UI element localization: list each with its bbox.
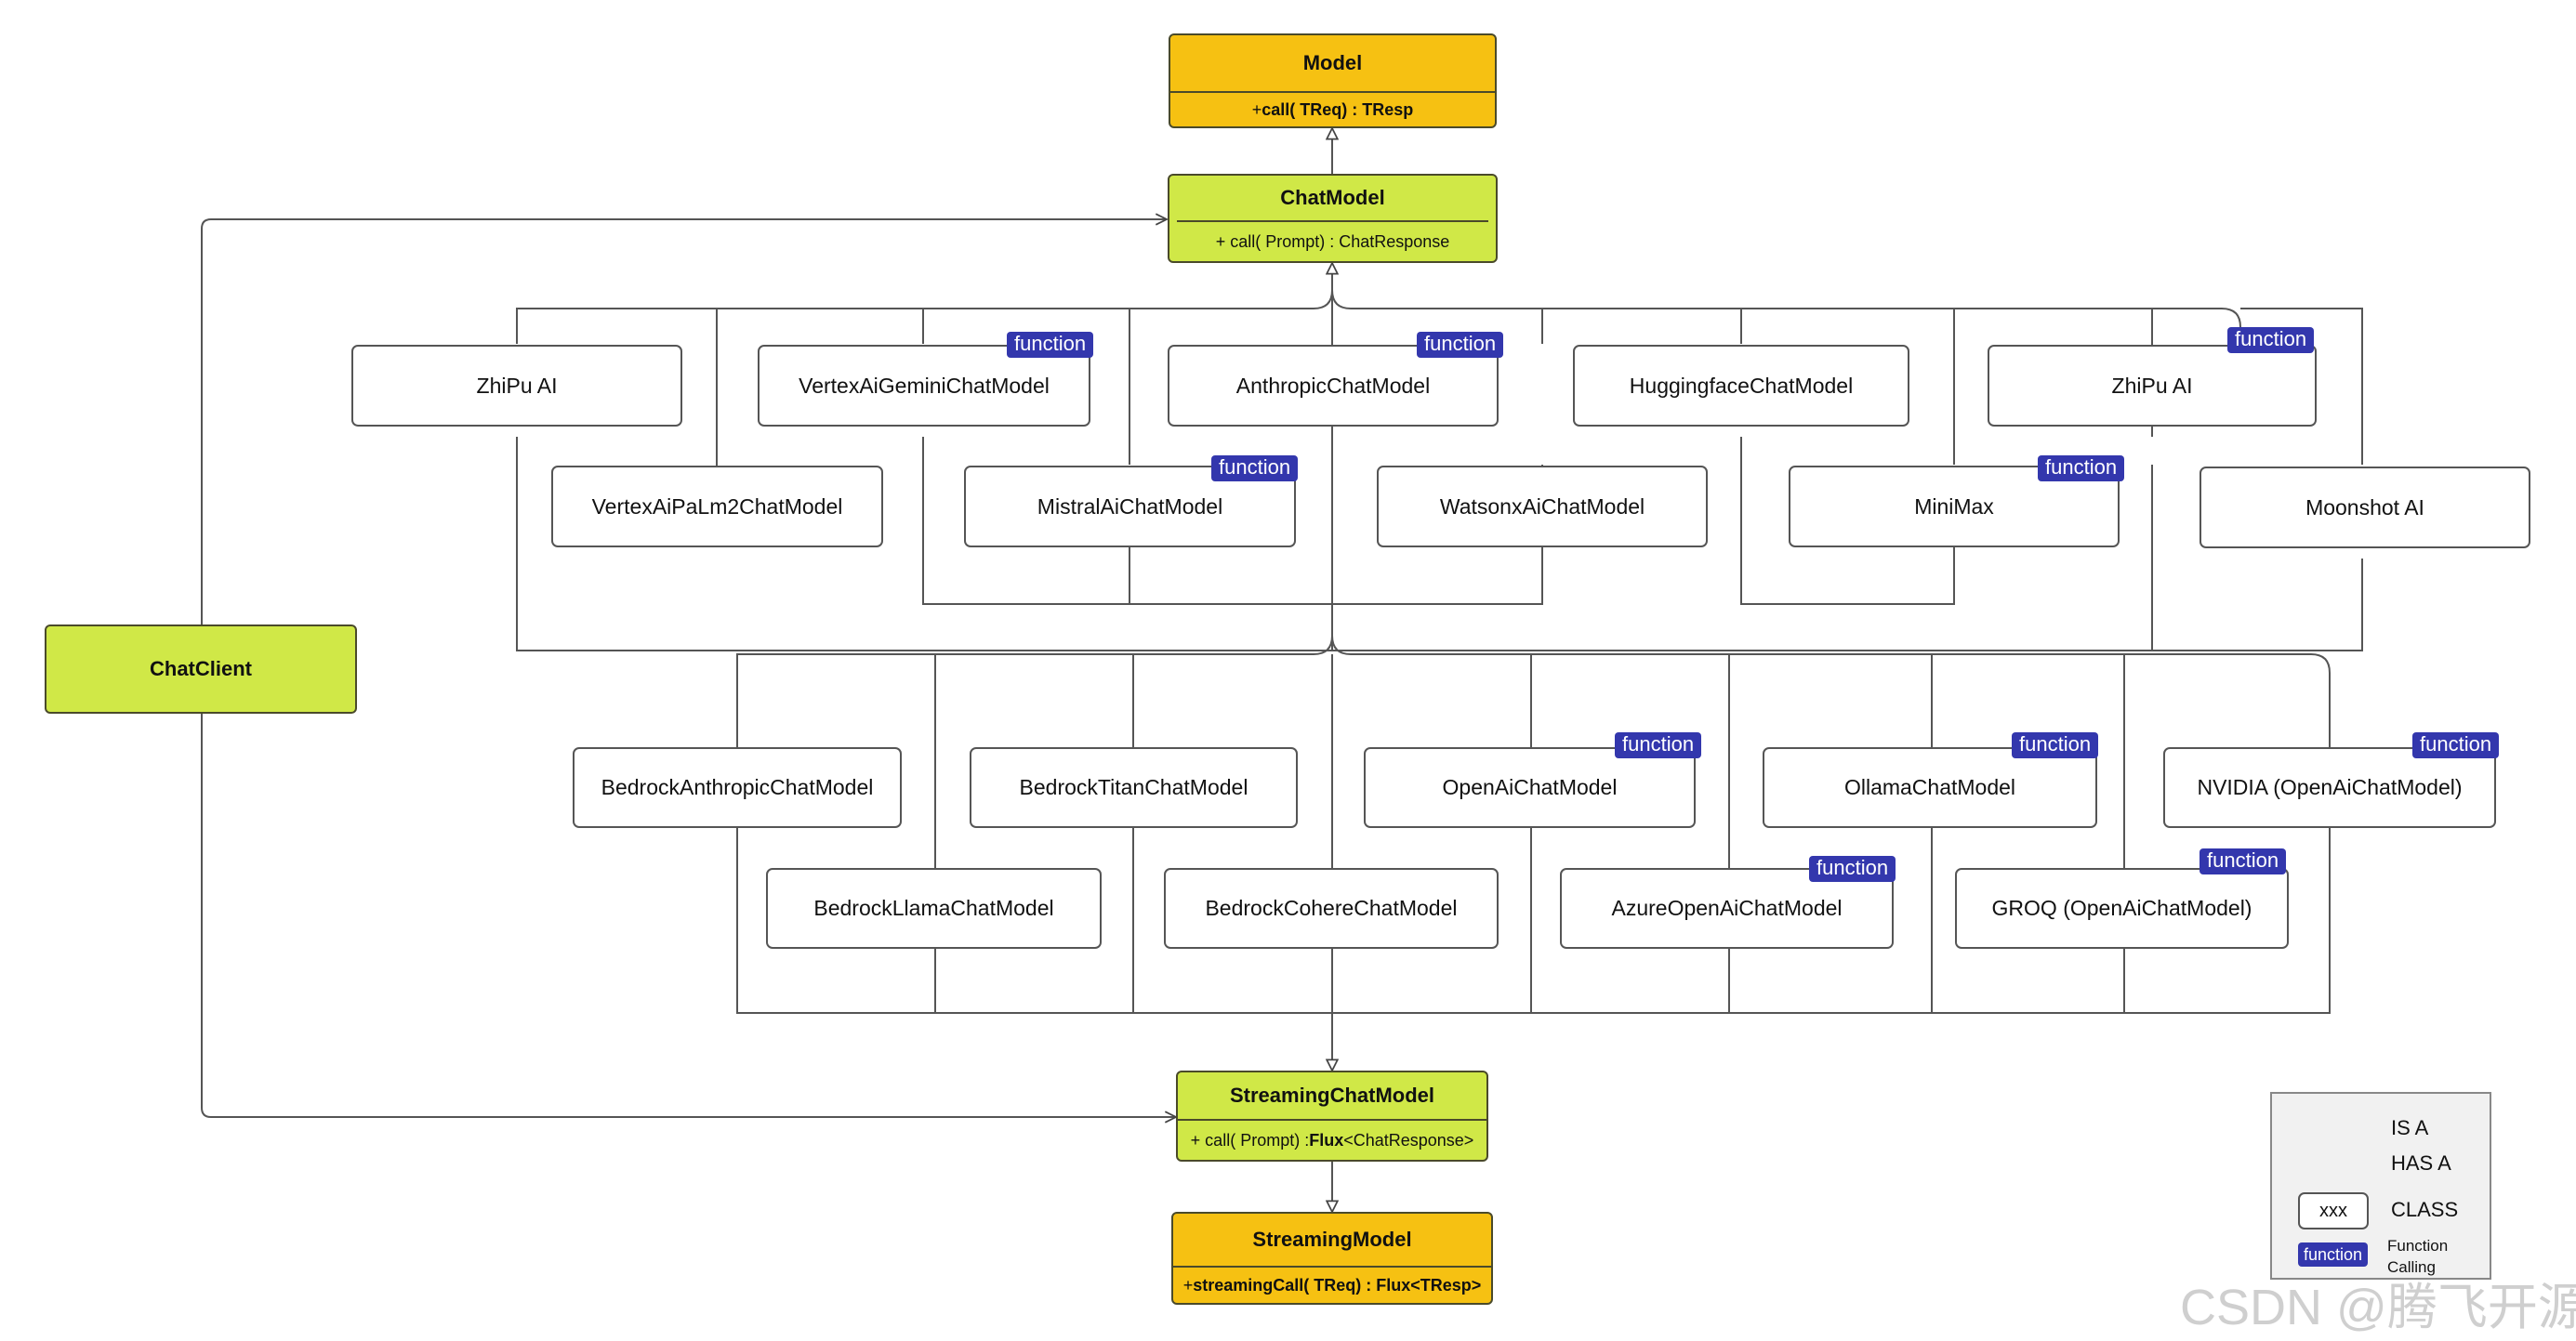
- chat-model-method: + call( Prompt) : ChatResponse: [1177, 220, 1488, 261]
- streaming-chat-model-title: StreamingChatModel: [1229, 1084, 1435, 1107]
- streaming-chat-model-method-flux: Flux: [1309, 1130, 1344, 1150]
- model-box-nvidia: NVIDIA (OpenAiChatModel): [2163, 747, 2496, 828]
- legend-class-label: CLASS: [2391, 1198, 2459, 1221]
- model-box-zhipu-ai: ZhiPu AI: [351, 345, 682, 427]
- model-method-call: call( TReq) : TResp: [1262, 99, 1414, 119]
- streaming-model-interface: StreamingModel + streamingCall( TReq) : …: [1171, 1212, 1493, 1305]
- streaming-chat-model-method: + call( Prompt) : Flux <ChatResponse>: [1178, 1119, 1486, 1160]
- model-box-azure-openai: AzureOpenAiChatModel: [1560, 868, 1894, 949]
- model-box-moonshot-ai: Moonshot AI: [2200, 467, 2530, 548]
- legend-function-calling-2: Calling: [2387, 1258, 2436, 1276]
- model-box-bedrock-cohere: BedrockCohereChatModel: [1164, 868, 1499, 949]
- model-method-sign: +: [1251, 99, 1262, 119]
- streaming-model-method-call: streamingCall( TReq) : Flux<TResp>: [1193, 1275, 1482, 1295]
- model-box-zhipu-ai-function: ZhiPu AI: [1988, 345, 2317, 427]
- model-box-openai: OpenAiChatModel: [1364, 747, 1696, 828]
- streaming-model-title: StreamingModel: [1252, 1228, 1412, 1251]
- function-badge: function: [2038, 455, 2125, 481]
- function-badge: function: [2412, 732, 2500, 758]
- function-badge: function: [1007, 332, 1094, 358]
- function-badge: function: [1211, 455, 1299, 481]
- model-box-vertexai-palm2: VertexAiPaLm2ChatModel: [551, 466, 883, 547]
- function-badge: function: [2012, 732, 2099, 758]
- watermark: CSDN @腾飞开源: [2180, 1280, 2576, 1335]
- streaming-model-method-sign: +: [1182, 1275, 1194, 1295]
- chat-model-interface: ChatModel + call( Prompt) : ChatResponse: [1168, 174, 1498, 263]
- model-box-watsonxai: WatsonxAiChatModel: [1377, 466, 1708, 547]
- model-box-minimax: MiniMax: [1789, 466, 2120, 547]
- legend-is-a-label: IS A: [2391, 1116, 2429, 1139]
- model-method: + call( TReq) : TResp: [1170, 91, 1495, 126]
- streaming-chat-model-interface: StreamingChatModel + call( Prompt) : Flu…: [1176, 1071, 1488, 1162]
- model-box-huggingface: HuggingfaceChatModel: [1573, 345, 1909, 427]
- model-box-bedrock-llama: BedrockLlamaChatModel: [766, 868, 1102, 949]
- chat-model-title: ChatModel: [1280, 186, 1385, 209]
- legend-class-sample: xxx: [2298, 1192, 2369, 1229]
- model-box-vertexai-gemini: VertexAiGeminiChatModel: [758, 345, 1090, 427]
- legend-has-a-label: HAS A: [2391, 1151, 2451, 1175]
- streaming-model-method: + streamingCall( TReq) : Flux<TResp>: [1173, 1266, 1491, 1303]
- model-title: Model: [1302, 51, 1363, 74]
- function-badge: function: [2200, 848, 2287, 874]
- streaming-chat-model-method-pre: + call( Prompt) :: [1190, 1130, 1310, 1150]
- function-badge: function: [1417, 332, 1504, 358]
- model-box-bedrock-titan: BedrockTitanChatModel: [970, 747, 1298, 828]
- model-box-ollama: OllamaChatModel: [1763, 747, 2097, 828]
- legend-function-calling-1: Function: [2387, 1237, 2449, 1255]
- function-badge: function: [1615, 732, 1702, 758]
- chat-client-interface: ChatClient: [45, 624, 357, 714]
- model-box-anthropic: AnthropicChatModel: [1168, 345, 1499, 427]
- model-interface: Model + call( TReq) : TResp: [1169, 33, 1497, 128]
- streaming-chat-model-method-post: <ChatResponse>: [1343, 1130, 1474, 1150]
- legend-badge-sample: function: [2298, 1242, 2369, 1267]
- model-box-bedrock-anthropic: BedrockAnthropicChatModel: [573, 747, 902, 828]
- function-badge: function: [1809, 856, 1896, 882]
- function-badge: function: [2227, 327, 2315, 353]
- model-box-groq: GROQ (OpenAiChatModel): [1955, 868, 2289, 949]
